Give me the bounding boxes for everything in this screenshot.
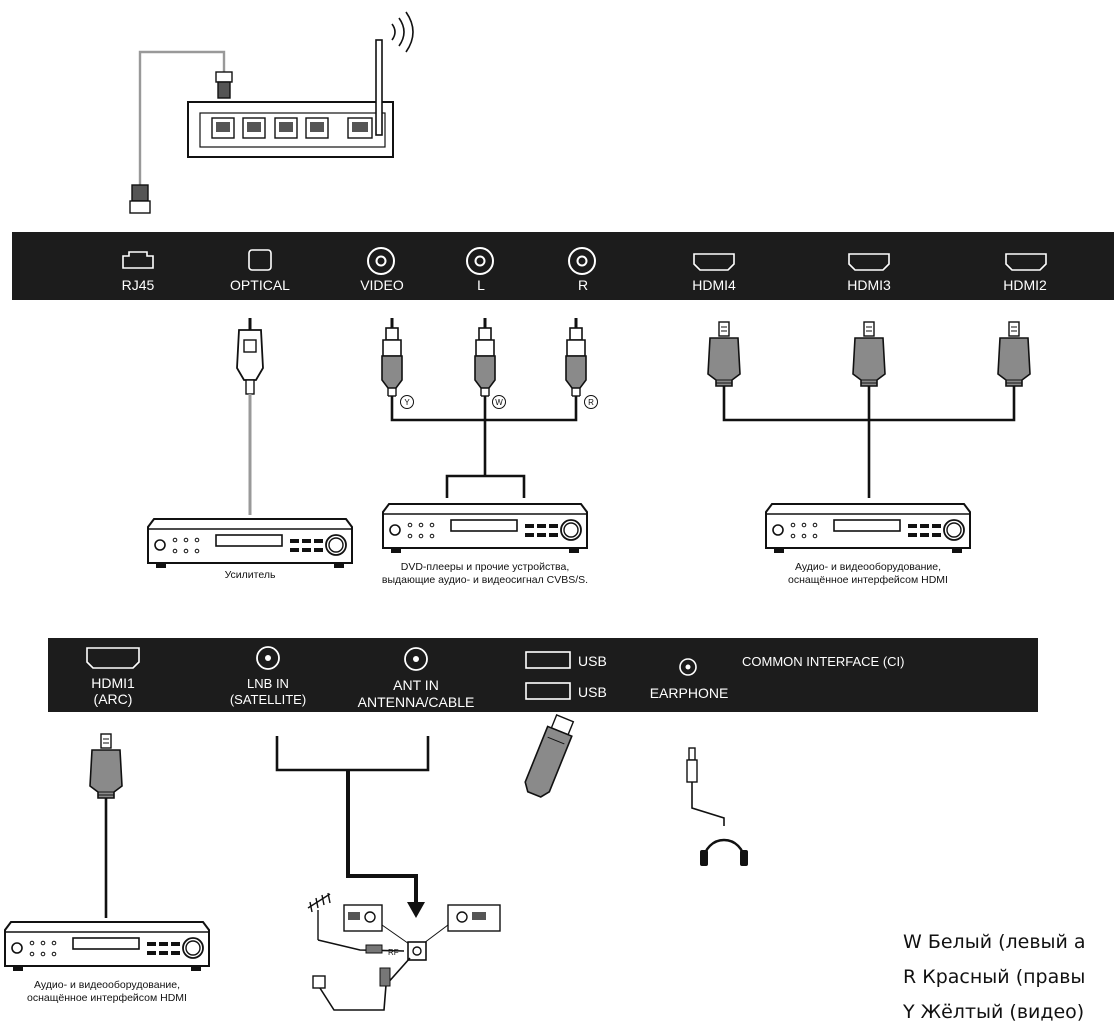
amplifier-device-icon [147,518,353,569]
antenna-cable-group [275,736,430,918]
rj45-label: RJ45 [122,277,155,293]
audio-l-port-icon [466,247,494,275]
legend-yellow: Y Жёлтый (видео) [902,1001,1084,1023]
hdmi1-label: HDMI1 [91,675,135,691]
rf-label: RF [388,948,399,957]
dvd-caption-line2: выдающие аудио- и видеосигнал CVBS/S. [382,574,588,586]
audio-r-port-icon [568,247,596,275]
amplifier-caption: Усилитель [225,569,276,581]
usb2-port-icon [525,682,571,700]
hdmi-top-caption-line2: оснащённое интерфейсом HDMI [788,574,948,586]
tv-antenna-icon [307,892,331,940]
router-ports [211,117,373,139]
rca-plug-r-icon [564,316,588,398]
rf-splitter-icon [407,941,427,961]
color-legend: W Белый (левый а R Красный (правы Y Жёлт… [902,931,1086,1023]
audio-jack-icon [686,747,698,796]
ant-label: ANT IN [393,677,439,693]
hdmi3-label: HDMI3 [847,277,891,293]
optical-plug-icon [236,318,264,395]
rca-cable-group: Y W R [380,316,598,498]
rca-mark-w: W [492,395,506,409]
usb2-label: USB [578,684,607,700]
rca-mark-y: Y [400,395,414,409]
hdmi-plug-2-icon [997,321,1031,387]
hdmi2-label: HDMI2 [1003,277,1047,293]
optical-label: OPTICAL [230,277,290,293]
hdmi-bottom-caption-line2: оснащённое интерфейсом HDMI [27,992,187,1004]
rj45-plug-top-icon [215,71,233,99]
hdmi-bottom-caption-line1: Аудио- и видеооборудование, [34,979,180,991]
audio-l-label: L [477,277,485,293]
rca-plug-l-icon [473,316,497,398]
legend-red: R Красный (правы [903,966,1085,988]
rca-mark-r: R [584,395,598,409]
lnb-port-icon [256,646,280,670]
dvd-caption-line1: DVD-плееры и прочие устройства, [401,561,569,573]
hdmi1-arc-label: (ARC) [94,691,133,707]
rj45-port-icon [122,251,154,269]
lnb-satellite-label: (SATELLITE) [230,692,306,707]
lnb-label: LNB IN [247,676,289,691]
rca-plug-video-icon [380,316,404,398]
video-port-icon [367,247,395,275]
legend-white: W Белый (левый а [903,931,1086,953]
headphones-cable-group [686,747,748,866]
hdmi-plug-3-icon [852,321,886,387]
headphones-icon [700,838,748,866]
wifi-signal-icon [391,11,414,53]
ci-label: COMMON INTERFACE (CI) [742,654,905,669]
network-cable [138,50,226,208]
router-diagram [129,11,414,214]
down-arrow-icon [407,902,425,918]
svg-text:Y: Y [404,398,410,407]
bottom-connector-panel: HDMI1 (ARC) LNB IN (SATELLITE) ANT IN AN… [48,638,1038,712]
hdmi-plug-4-icon [707,321,741,387]
hdmi-top-caption-line1: Аудио- и видеооборудование, [795,561,941,573]
hdmi3-port-icon [848,253,890,271]
antenna-wiring-diagram: RF [307,892,501,1011]
usb1-port-icon [525,651,571,669]
earphone-label: EARPHONE [650,685,729,701]
optical-cable-group [236,318,264,515]
optical-port-icon [248,249,272,271]
hdmi1-port-icon [86,647,140,669]
svg-text:R: R [588,398,594,407]
usb-flash-drive-icon [524,714,575,798]
audio-r-label: R [578,277,588,293]
video-label: VIDEO [360,277,404,293]
ant-cable-label: ANTENNA/CABLE [358,694,475,710]
ant-port-icon [404,647,428,671]
top-connector-panel: RJ45 OPTICAL VIDEO L R HDMI4 HDMI3 HDMI2 [12,232,1114,300]
hdmi4-port-icon [693,253,735,271]
svg-text:W: W [495,398,503,407]
hdmi-bottom-device-icon [4,921,210,972]
hdmi-bottom-cable-group [89,733,123,918]
dvd-device-icon [382,503,588,554]
hdmi-top-cable-group [707,321,1031,498]
earphone-port-icon [679,658,697,676]
hdmi4-label: HDMI4 [692,277,736,293]
rj45-plug-bottom-icon [129,184,151,214]
router-antenna-icon [375,39,383,136]
usb1-label: USB [578,653,607,669]
hdmi-plug-1-icon [89,733,123,799]
hdmi-top-device-icon [765,503,971,554]
hdmi2-port-icon [1005,253,1047,271]
